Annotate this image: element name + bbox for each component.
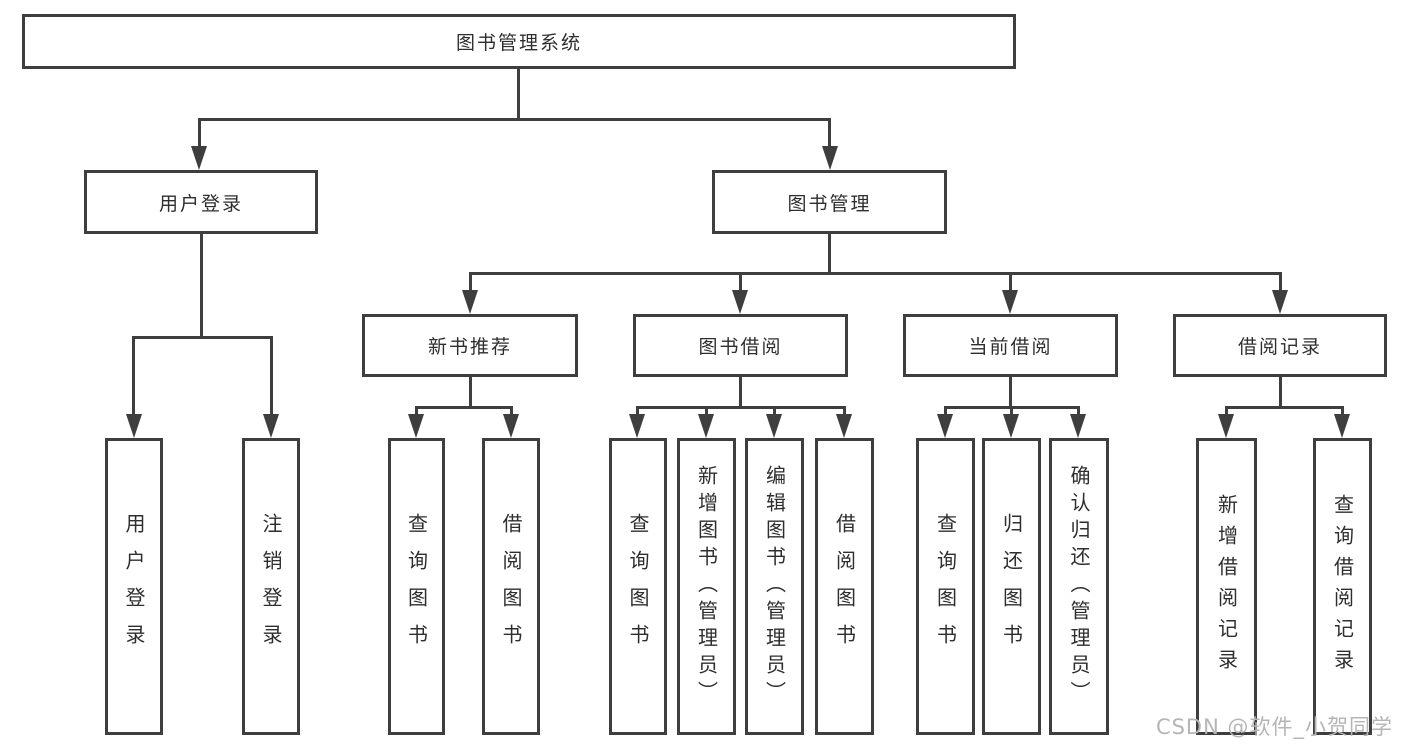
connector-line: [1225, 406, 1344, 409]
connector-line: [828, 118, 831, 146]
arrow-down-icon: [408, 414, 424, 438]
connector-line: [270, 336, 273, 414]
node-user-login: 用户登录: [84, 170, 318, 234]
node-label: 图书管理系统: [455, 32, 582, 54]
connector-line: [1225, 406, 1228, 414]
arrow-down-icon: [1272, 290, 1288, 314]
arrow-down-icon: [503, 414, 519, 438]
node-label: 用户登录: [122, 512, 146, 661]
connector-line: [773, 406, 776, 414]
arrow-down-icon: [629, 414, 645, 438]
connector-line: [1279, 272, 1282, 290]
connector-line: [510, 406, 513, 414]
node-label: 借阅记录: [1237, 336, 1322, 358]
node-label: 图书借阅: [698, 336, 783, 358]
arrow-down-icon: [698, 414, 714, 438]
node-leaf-confirm-return-admin: 确认归还（管理员）: [1049, 438, 1109, 735]
node-leaf-logout: 注销登录: [242, 438, 300, 735]
connector-line: [1279, 377, 1282, 406]
connector-line: [1010, 406, 1013, 414]
connector-line: [200, 234, 203, 336]
connector-line: [739, 272, 742, 290]
node-current-borrowing: 当前借阅: [903, 314, 1118, 377]
node-label: 用户登录: [158, 192, 243, 215]
arrow-down-icon: [822, 146, 838, 170]
node-leaf-borrow-books: 借阅图书: [815, 438, 874, 735]
node-label: 查询图书: [933, 512, 958, 661]
arrow-down-icon: [126, 414, 142, 438]
node-label: 借阅图书: [499, 512, 523, 661]
connector-line: [198, 118, 201, 146]
node-label: 编辑图书（管理员）: [762, 465, 787, 708]
watermark: CSDN @软件_小贺同学: [1155, 715, 1393, 739]
node-label: 归还图书: [999, 512, 1024, 661]
connector-line: [944, 406, 947, 414]
connector-line: [198, 118, 831, 121]
arrow-down-icon: [462, 290, 478, 314]
connector-line: [132, 336, 273, 339]
node-label: 确认归还（管理员）: [1067, 465, 1091, 708]
arrow-down-icon: [191, 146, 207, 170]
connector-line: [705, 406, 708, 414]
node-leaf-query-books-recommend: 查询图书: [388, 438, 445, 735]
node-leaf-query-books-borrowing: 查询图书: [609, 438, 667, 735]
node-leaf-borrow-books-recommend: 借阅图书: [482, 438, 540, 735]
node-leaf-add-book-admin: 新增图书（管理员）: [677, 438, 736, 735]
arrow-down-icon: [1218, 414, 1234, 438]
connector-line: [843, 406, 846, 414]
arrow-down-icon: [263, 414, 279, 438]
connector-line: [1077, 406, 1080, 414]
node-label: 查询图书: [404, 512, 429, 661]
node-label: 图书管理: [787, 192, 872, 215]
connector-line: [132, 336, 135, 414]
node-label: 新增借阅记录: [1214, 493, 1239, 680]
node-book-borrowing: 图书借阅: [633, 314, 848, 377]
connector-line: [469, 272, 472, 290]
node-leaf-edit-book-admin: 编辑图书（管理员）: [745, 438, 804, 735]
node-leaf-add-borrow-record: 新增借阅记录: [1196, 438, 1257, 735]
node-leaf-query-borrow-record: 查询借阅记录: [1313, 438, 1372, 735]
connector-line: [1009, 377, 1012, 406]
node-label: 借阅图书: [832, 512, 857, 661]
arrow-down-icon: [766, 414, 782, 438]
connector-line: [415, 406, 513, 409]
node-label: 注销登录: [259, 512, 283, 661]
node-leaf-query-books-current: 查询图书: [916, 438, 975, 735]
node-new-book-recommend: 新书推荐: [362, 314, 578, 377]
connector-line: [415, 406, 418, 414]
arrow-down-icon: [1003, 414, 1019, 438]
connector-line: [469, 377, 472, 406]
node-leaf-return-book: 归还图书: [982, 438, 1041, 735]
connector-line: [1009, 272, 1012, 290]
arrow-down-icon: [937, 414, 953, 438]
node-label: 新增图书（管理员）: [694, 465, 719, 708]
arrow-down-icon: [836, 414, 852, 438]
arrow-down-icon: [1070, 414, 1086, 438]
node-book-management: 图书管理: [712, 170, 947, 234]
connector-line: [739, 377, 742, 406]
connector-line: [469, 272, 1281, 275]
arrow-down-icon: [1334, 414, 1350, 438]
node-borrow-records: 借阅记录: [1173, 314, 1387, 377]
connector-line: [636, 406, 846, 409]
node-label: 查询图书: [626, 512, 650, 661]
connector-line: [1341, 406, 1344, 414]
node-label: 新书推荐: [427, 336, 512, 358]
arrow-down-icon: [1002, 290, 1018, 314]
connector-line: [828, 234, 831, 272]
arrow-down-icon: [732, 290, 748, 314]
connector-line: [636, 406, 639, 414]
node-label: 查询借阅记录: [1330, 493, 1355, 680]
connector-line: [517, 69, 520, 118]
node-root-library-system: 图书管理系统: [22, 14, 1016, 69]
node-leaf-user-login: 用户登录: [105, 438, 163, 735]
node-label: 当前借阅: [968, 336, 1053, 358]
